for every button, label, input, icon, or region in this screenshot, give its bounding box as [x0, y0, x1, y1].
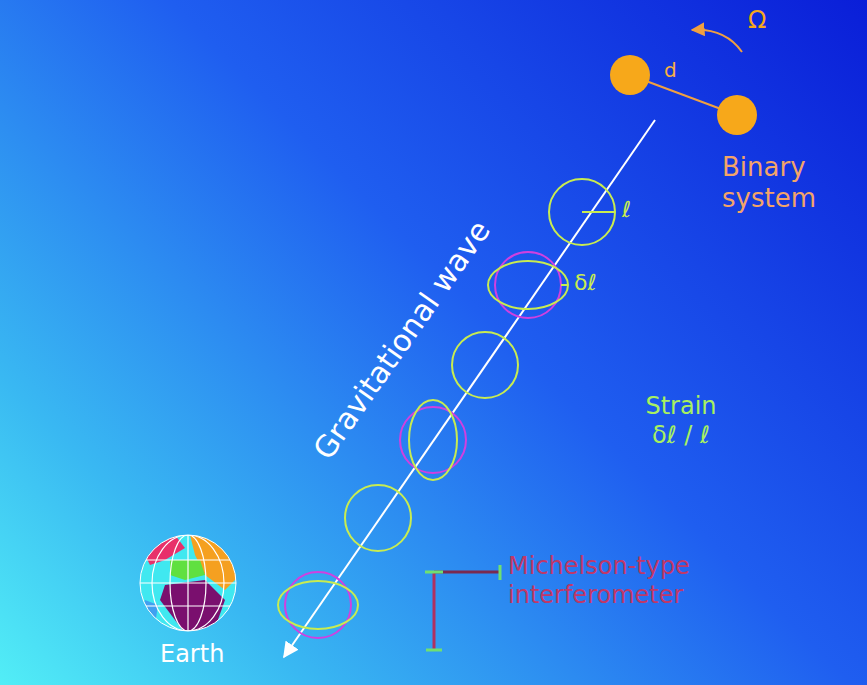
rotation-label: Ω [748, 6, 766, 35]
interferometer-label: Michelson-type interferometer [508, 552, 728, 610]
deformed-ring [278, 581, 358, 629]
system-label: Binary system [722, 152, 842, 214]
wave-label: Gravitational wave [306, 214, 498, 467]
earth-globe [140, 535, 240, 640]
earth-label: Earth [160, 640, 224, 669]
deformed-ring [409, 400, 457, 480]
strain-label: δℓ [574, 270, 597, 296]
test-ring [345, 485, 411, 551]
star [610, 55, 650, 95]
star [717, 95, 757, 135]
length-label: ℓ [622, 197, 631, 223]
strain-tick [561, 284, 568, 286]
interferometer-symbol [425, 565, 500, 650]
rotation-arrow [692, 30, 742, 52]
radius-line [582, 211, 615, 213]
test-ring [549, 179, 615, 245]
separation-label: d [664, 58, 677, 82]
strain-formula: Strain δℓ / ℓ [635, 392, 727, 450]
test-ring [452, 332, 518, 398]
deformed-ring [488, 261, 568, 309]
